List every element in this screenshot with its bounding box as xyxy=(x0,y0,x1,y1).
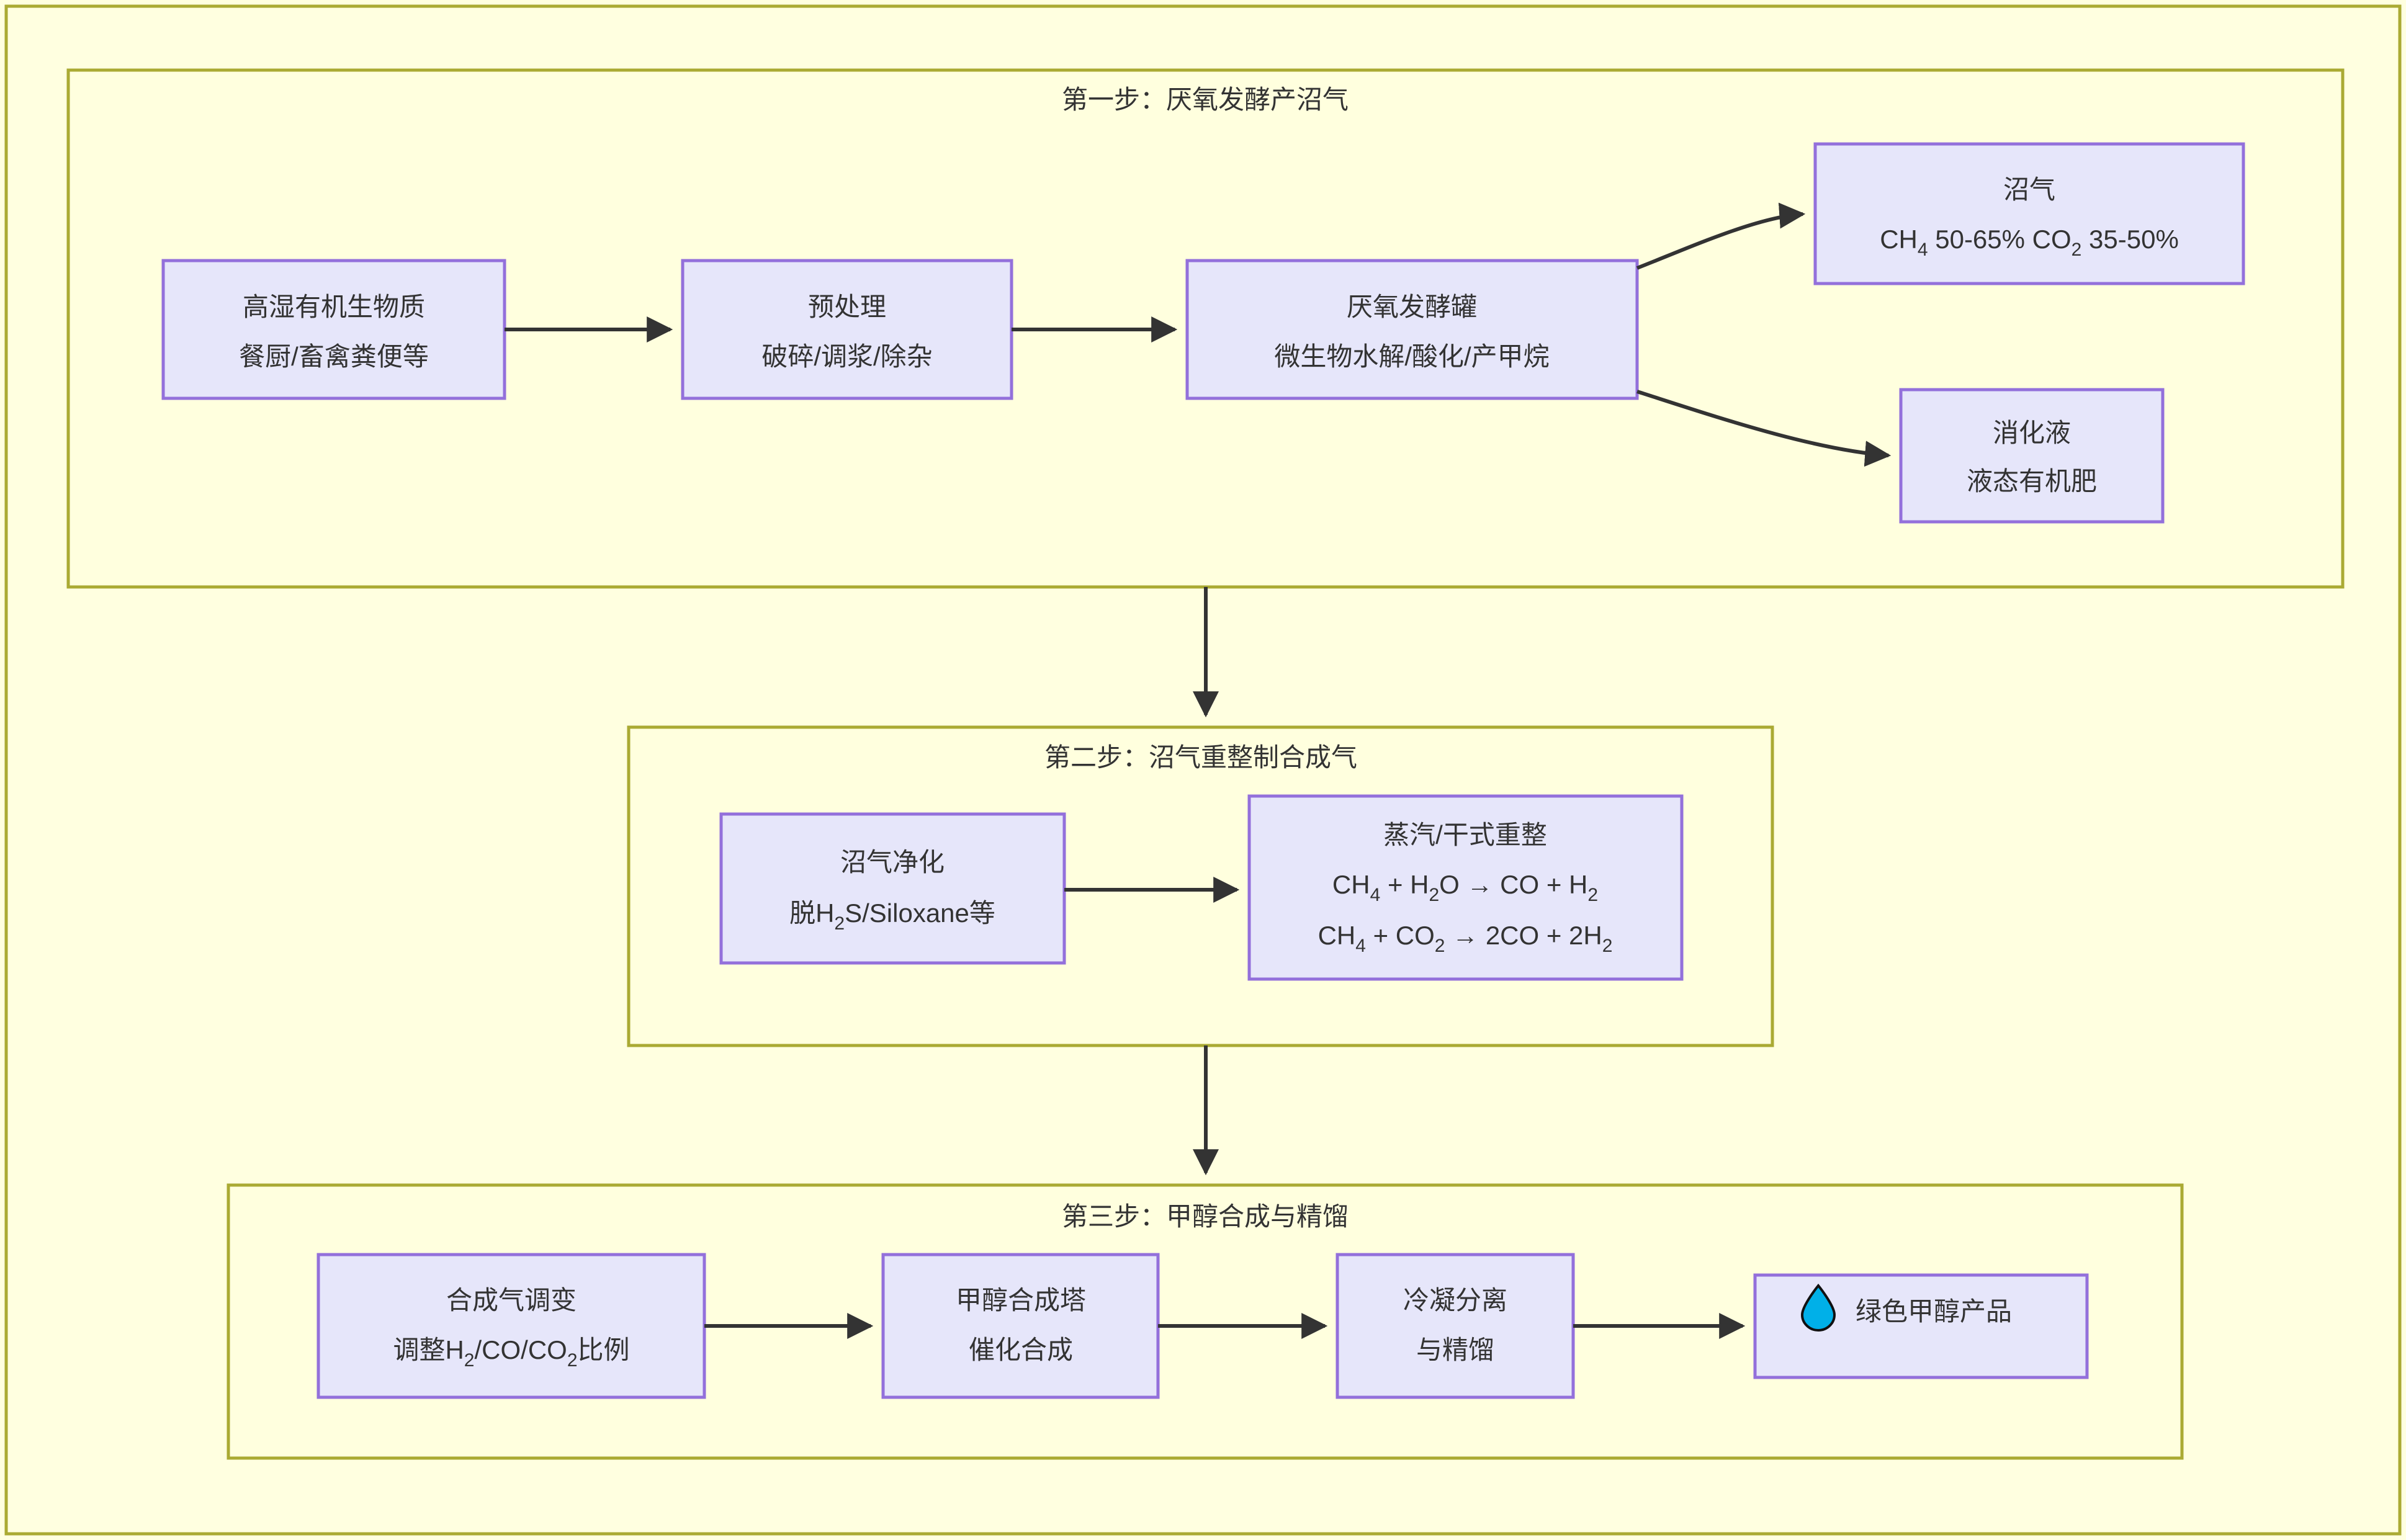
subgraph-step1-label: 第一步：厌氧发酵产沼气 xyxy=(1062,85,1349,114)
node-reform-line1: 蒸汽/干式重整 xyxy=(1383,820,1547,849)
node-shift-line2: 调整H2/CO/CO2比例 xyxy=(393,1335,629,1371)
node-digester-line2: 微生物水解/酸化/产甲烷 xyxy=(1274,342,1549,371)
node-purify-line1: 沼气净化 xyxy=(840,848,945,877)
node-reform-line2: CH4 + H2O → CO + H2 xyxy=(1332,870,1598,905)
node-feedstock-line2: 餐厨/畜禽粪便等 xyxy=(239,342,429,371)
node-pretreat-line1: 预处理 xyxy=(808,292,886,321)
node-biogas-line2: CH4 50-65% CO2 35-50% xyxy=(1880,225,2179,260)
node-pretreat-line2: 破碎/调浆/除杂 xyxy=(761,342,932,371)
node-biogas[interactable] xyxy=(1813,142,2245,285)
node-separate-line2: 与精馏 xyxy=(1416,1335,1494,1364)
node-feedstock-line1: 高湿有机生物质 xyxy=(243,292,425,321)
node-reform-line3: CH4 + CO2 → 2CO + 2H2 xyxy=(1318,921,1613,956)
subgraph-step2-label: 第二步：沼气重整制合成气 xyxy=(1044,743,1357,772)
node-digestate-line2: 液态有机肥 xyxy=(1967,467,2097,496)
node-product[interactable] xyxy=(1753,1273,2089,1379)
droplet-icon xyxy=(1800,1283,1836,1332)
node-digestate-line1: 消化液 xyxy=(1993,418,2071,447)
node-reactor-line1: 甲醇合成塔 xyxy=(956,1286,1086,1315)
node-digester[interactable] xyxy=(1185,259,1639,400)
node-reactor[interactable] xyxy=(881,1253,1160,1399)
node-feedstock[interactable] xyxy=(161,259,506,400)
node-shift-line1: 合成气调变 xyxy=(446,1286,577,1315)
node-shift[interactable] xyxy=(316,1253,706,1399)
node-reactor-line2: 催化合成 xyxy=(969,1335,1073,1364)
node-purify-line2: 脱H2S/Siloxane等 xyxy=(789,898,995,934)
node-pretreat[interactable] xyxy=(681,259,1013,400)
node-digestate[interactable] xyxy=(1899,388,2165,524)
node-separate[interactable] xyxy=(1335,1253,1575,1399)
edge-digester-biogas xyxy=(1636,202,1806,270)
subgraph-step3-label: 第三步：甲醇合成与精馏 xyxy=(1062,1202,1349,1231)
node-purify[interactable] xyxy=(719,812,1066,965)
node-separate-line1: 冷凝分离 xyxy=(1403,1286,1507,1315)
edge-digester-digestate xyxy=(1636,390,1892,467)
node-reform[interactable] xyxy=(1247,794,1684,981)
node-product-label: 绿色甲醇产品 xyxy=(1856,1297,2012,1326)
node-digester-line1: 厌氧发酵罐 xyxy=(1347,292,1477,321)
node-biogas-line1: 沼气 xyxy=(2003,175,2055,204)
